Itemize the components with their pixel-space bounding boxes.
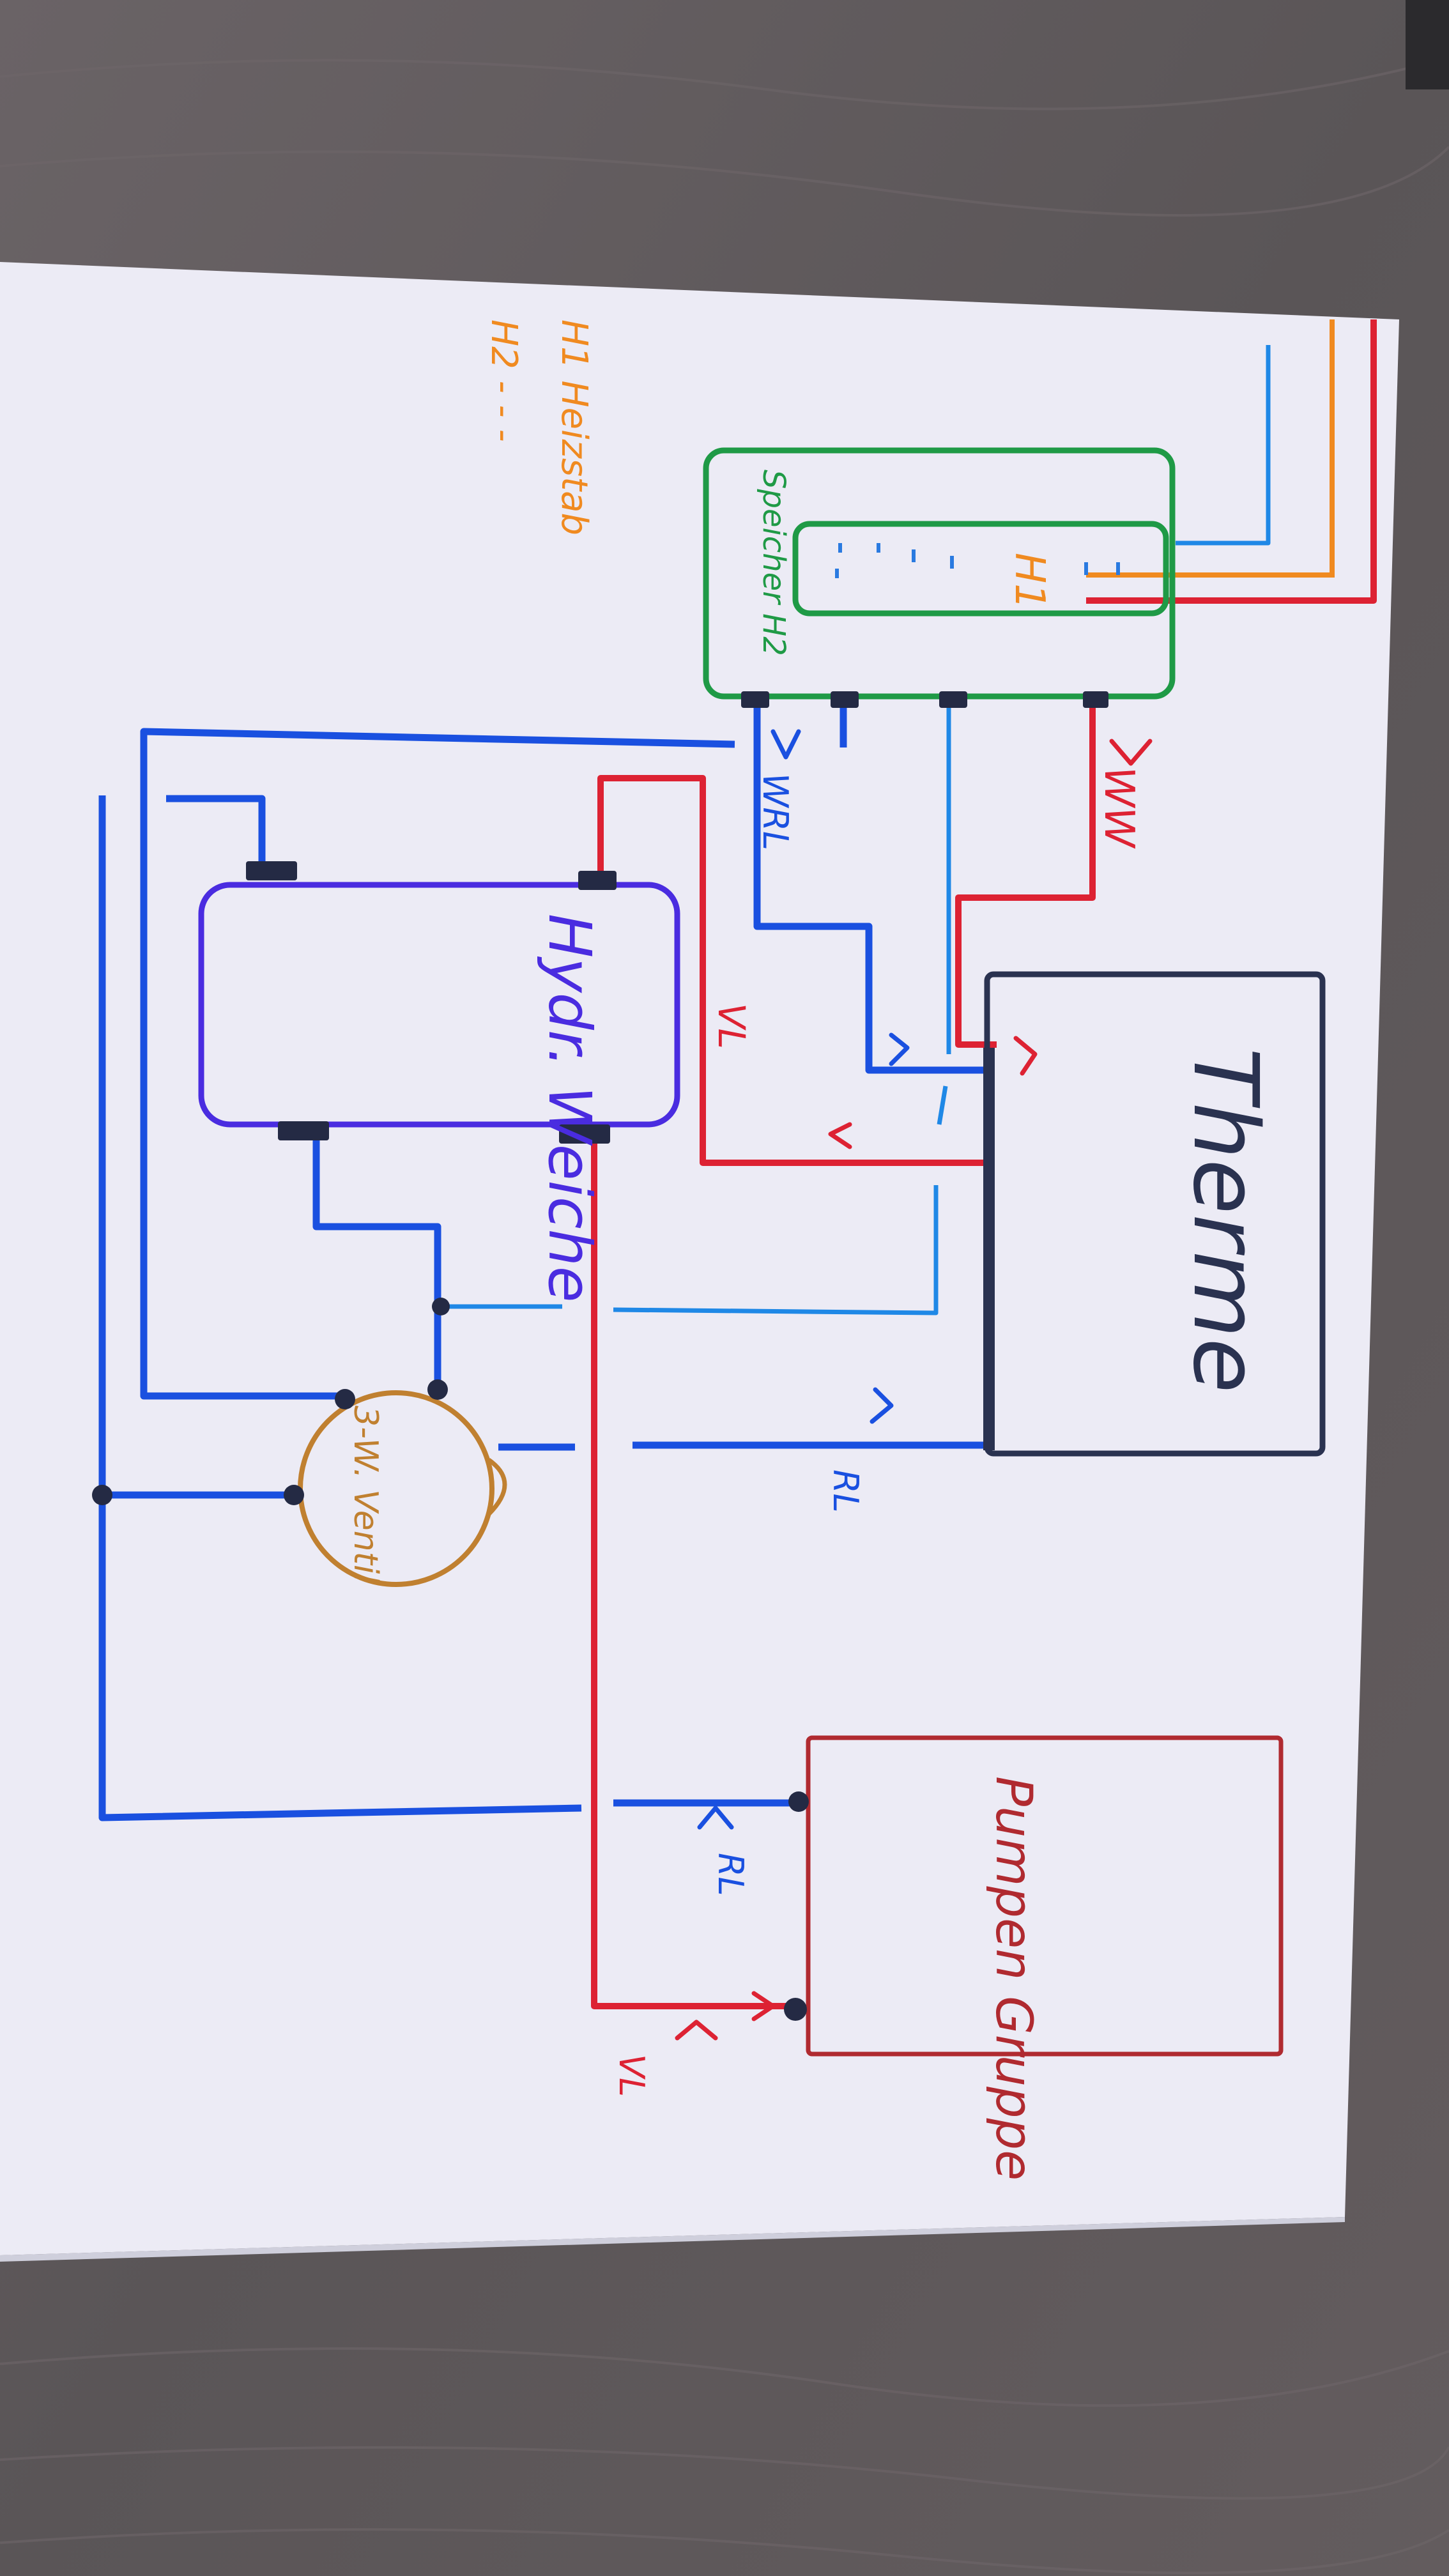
legend-h1: H1 Heizstab bbox=[553, 319, 595, 535]
paper-sheet bbox=[0, 262, 1399, 2255]
supply-pipes bbox=[591, 319, 1377, 2009]
paper-shadow-edge bbox=[0, 2217, 1345, 2262]
legend-h2: H2 - - - bbox=[483, 319, 525, 442]
dark-corner bbox=[1406, 0, 1449, 89]
valve-label-group: 3-W. Ventil bbox=[346, 1406, 385, 1583]
svg-text:WRL: WRL bbox=[755, 773, 795, 850]
heater-element-h1 bbox=[792, 521, 1169, 617]
hydraulic-switch-label: Hydr. Weiche bbox=[535, 914, 604, 1303]
label-ww: WW bbox=[1095, 767, 1142, 849]
valve-actuator bbox=[487, 1458, 507, 1516]
tank-label: Speicher H2 bbox=[756, 470, 792, 656]
svg-text:WW: WW bbox=[1095, 767, 1142, 849]
cold-water-pipes bbox=[441, 345, 1271, 1315]
svg-text:VL: VL bbox=[611, 2054, 652, 2097]
storage-tank-label: Speicher H2 bbox=[756, 470, 792, 656]
svg-text:RL: RL bbox=[710, 1853, 751, 1896]
wood-grain bbox=[0, 56, 1449, 2575]
svg-text:RL: RL bbox=[825, 1469, 866, 1513]
flow-arrows bbox=[675, 729, 1153, 2041]
boiler-label: Therme bbox=[1173, 1048, 1277, 1393]
heater-dashes bbox=[835, 543, 1120, 578]
hydraulic-switch bbox=[198, 882, 680, 1128]
pump-group-label: Pumpen Gruppe bbox=[985, 1776, 1042, 2181]
h1-label-group: H1 bbox=[1006, 553, 1053, 610]
pump-label-group: Pumpen Gruppe bbox=[985, 1776, 1042, 2181]
weiche-label-group: Hydr. Weiche bbox=[535, 914, 604, 1303]
pipe-fittings bbox=[92, 691, 1108, 2021]
label-vl-pump: VL bbox=[611, 2054, 652, 2097]
three-way-valve-label: 3-W. Ventil bbox=[346, 1406, 385, 1583]
label-wrl: WRL bbox=[755, 773, 795, 850]
label-rl-boiler: RL bbox=[825, 1469, 866, 1513]
svg-text:VL: VL bbox=[710, 1003, 753, 1049]
label-vl-mid: VL bbox=[710, 1003, 753, 1049]
label-rl-pump: RL bbox=[710, 1853, 751, 1896]
pump-group bbox=[806, 1735, 1284, 2057]
heater-element-label: H1 bbox=[1006, 553, 1053, 610]
boiler-label-group: Therme bbox=[1173, 1048, 1277, 1393]
return-pipes bbox=[98, 700, 987, 1821]
legend: H1 Heizstab H2 - - - bbox=[483, 319, 595, 535]
